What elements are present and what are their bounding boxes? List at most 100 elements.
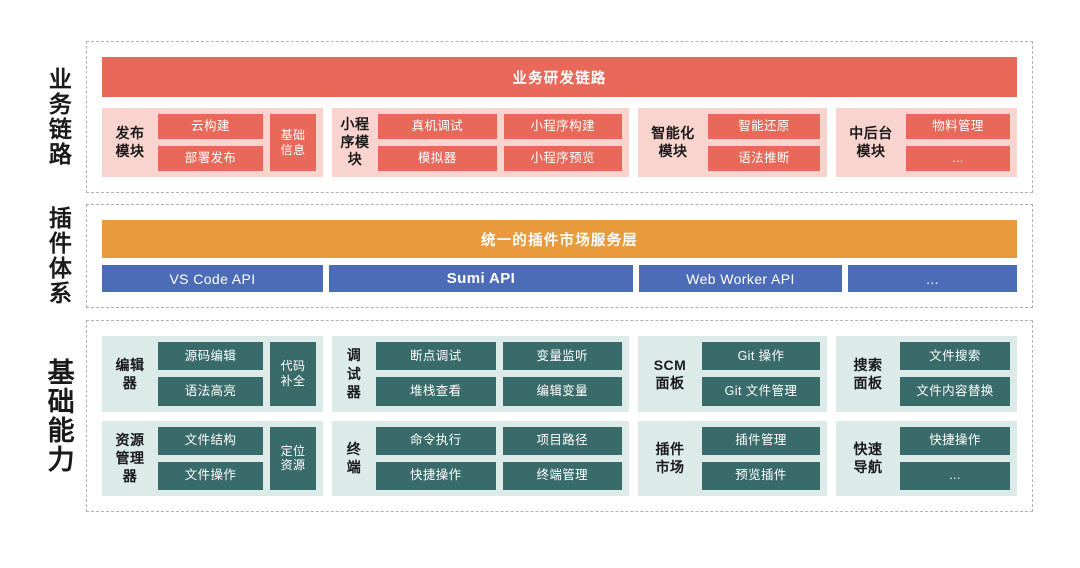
module-column: 物料管理 ... xyxy=(906,114,1010,171)
cell-quick-action-nav[interactable]: 快捷操作 xyxy=(900,426,1010,455)
base-capability-band: 编辑 器 源码编辑 语法高亮 代码 补全 资源 管理 器 xyxy=(86,320,1033,512)
module-cells-intelligence: 智能还原 语法推断 xyxy=(708,114,820,171)
cap-name-terminal: 终 端 xyxy=(346,441,362,476)
cell-stack-view[interactable]: 堆栈查看 xyxy=(376,377,496,406)
cell-variable-watch[interactable]: 变量监听 xyxy=(502,342,622,371)
api-vscode[interactable]: VS Code API xyxy=(102,265,323,292)
api-sumi[interactable]: Sumi API xyxy=(329,265,633,292)
module-name-midbackend: 中后台 模块 xyxy=(849,124,893,159)
cap-group-plugin-market: 插件 市场 插件管理 预览插件 xyxy=(638,420,827,496)
cell-locate-resource[interactable]: 定位 资源 xyxy=(270,426,316,490)
cap-name-resource-manager: 资源 管理 器 xyxy=(115,431,145,485)
cell-file-content-replace[interactable]: 文件内容替换 xyxy=(900,377,1010,406)
cap-group-quick-nav: 快速 导航 快捷操作 ... xyxy=(836,420,1017,496)
plugin-api-row: VS Code API Sumi API Web Worker API ... xyxy=(102,265,1017,292)
cap-cells-plugin-market: 插件管理 预览插件 xyxy=(702,426,820,490)
cell-command-execute[interactable]: 命令执行 xyxy=(376,426,496,455)
module-column: 云构建 部署发布 xyxy=(158,114,263,171)
cell-basic-info[interactable]: 基础 信息 xyxy=(270,114,316,171)
cap-column-search: 搜索 面板 文件搜索 文件内容替换 快速 导航 快捷操作 xyxy=(836,336,1017,496)
business-chain-band: 业务研发链路 发布 模块 云构建 部署发布 基础 信息 小程 序模 块 xyxy=(86,41,1033,193)
cell-syntax-highlight[interactable]: 语法高亮 xyxy=(158,377,263,406)
module-column: 真机调试 模拟器 xyxy=(378,114,497,171)
cap-column-debugger: 调 试 器 断点调试 堆栈查看 变量监听 编辑变量 xyxy=(332,336,629,496)
cell-git-operation[interactable]: Git 操作 xyxy=(702,342,820,371)
cap-group-search-panel: 搜索 面板 文件搜索 文件内容替换 xyxy=(836,336,1017,412)
cell-source-edit[interactable]: 源码编辑 xyxy=(158,342,263,371)
module-column: 智能还原 语法推断 xyxy=(708,114,820,171)
cell-more-ellipsis-nav[interactable]: ... xyxy=(900,461,1010,490)
cap-column-editor: 编辑 器 源码编辑 语法高亮 代码 补全 资源 管理 器 xyxy=(102,336,323,496)
section-label-plugin-system: 插件体系 xyxy=(30,204,86,308)
cap-name-debugger: 调 试 器 xyxy=(346,347,362,400)
module-name-publish: 发布 模块 xyxy=(115,124,145,159)
cell-code-completion[interactable]: 代码 补全 xyxy=(270,342,316,406)
module-cells-miniprogram: 真机调试 模拟器 小程序构建 小程序预览 xyxy=(378,114,622,171)
business-hero-bar: 业务研发链路 xyxy=(102,57,1017,97)
cell-file-search[interactable]: 文件搜索 xyxy=(900,342,1010,371)
cell-miniprogram-preview[interactable]: 小程序预览 xyxy=(503,146,622,171)
cap-column-scm: SCM 面板 Git 操作 Git 文件管理 插件 市场 插件管理 xyxy=(638,336,827,496)
cap-cell-column: 源码编辑 语法高亮 xyxy=(158,342,263,406)
cap-name-plugin-market: 插件 市场 xyxy=(655,441,685,476)
cell-edit-variable[interactable]: 编辑变量 xyxy=(502,377,622,406)
module-group-miniprogram: 小程 序模 块 真机调试 模拟器 小程序构建 小程序预览 xyxy=(332,108,629,177)
cell-material-management[interactable]: 物料管理 xyxy=(906,114,1010,139)
cap-group-terminal: 终 端 命令执行 快捷操作 项目路径 终端管理 xyxy=(332,420,629,496)
cap-cell-column: Git 操作 Git 文件管理 xyxy=(702,342,820,406)
cell-file-operation[interactable]: 文件操作 xyxy=(158,461,263,490)
cell-git-file-management[interactable]: Git 文件管理 xyxy=(702,377,820,406)
cell-preview-plugin[interactable]: 预览插件 xyxy=(702,461,820,490)
section-label-business-chain: 业务链路 xyxy=(30,41,86,193)
plugin-service-bar: 统一的插件市场服务层 xyxy=(102,220,1017,258)
cap-cell-column: 项目路径 终端管理 xyxy=(502,426,622,490)
cell-file-structure[interactable]: 文件结构 xyxy=(158,426,263,455)
cap-name-scm-panel: SCM 面板 xyxy=(653,356,687,391)
section-label-plugin-system-text: 插件体系 xyxy=(45,206,72,306)
cap-group-editor: 编辑 器 源码编辑 语法高亮 代码 补全 xyxy=(102,336,323,412)
cap-cells-scm-panel: Git 操作 Git 文件管理 xyxy=(702,342,820,406)
cap-name-quick-nav: 快速 导航 xyxy=(853,441,883,476)
cap-name-search-panel: 搜索 面板 xyxy=(853,356,883,391)
cell-simulator[interactable]: 模拟器 xyxy=(378,146,497,171)
cap-cells-resource-manager: 文件结构 文件操作 定位 资源 xyxy=(158,426,316,490)
cell-smart-restore[interactable]: 智能还原 xyxy=(708,114,820,139)
base-capability-grid: 编辑 器 源码编辑 语法高亮 代码 补全 资源 管理 器 xyxy=(102,336,1017,496)
cell-deploy-publish[interactable]: 部署发布 xyxy=(158,146,263,171)
cap-group-debugger: 调 试 器 断点调试 堆栈查看 变量监听 编辑变量 xyxy=(332,336,629,412)
cell-quick-action-terminal[interactable]: 快捷操作 xyxy=(376,461,496,490)
cell-syntax-inference[interactable]: 语法推断 xyxy=(708,146,820,171)
section-label-base-capability: 基础能力 xyxy=(30,320,86,512)
section-label-business-chain-text: 业务链路 xyxy=(45,67,72,167)
cap-cell-column: 文件结构 文件操作 xyxy=(158,426,263,490)
module-name-intelligence: 智能化 模块 xyxy=(651,124,695,159)
api-more-ellipsis[interactable]: ... xyxy=(848,265,1017,292)
cap-cells-debugger: 断点调试 堆栈查看 变量监听 编辑变量 xyxy=(376,342,622,406)
cap-cells-search-panel: 文件搜索 文件内容替换 xyxy=(900,342,1010,406)
cap-cell-column: 快捷操作 ... xyxy=(900,426,1010,490)
cell-miniprogram-build[interactable]: 小程序构建 xyxy=(503,114,622,139)
module-column: 小程序构建 小程序预览 xyxy=(503,114,622,171)
cap-cell-column: 插件管理 预览插件 xyxy=(702,426,820,490)
cap-cell-column: 断点调试 堆栈查看 xyxy=(376,342,496,406)
plugin-system-row: 插件体系 统一的插件市场服务层 VS Code API Sumi API Web… xyxy=(30,204,1033,308)
cap-cells-editor: 源码编辑 语法高亮 代码 补全 xyxy=(158,342,316,406)
business-module-row: 发布 模块 云构建 部署发布 基础 信息 小程 序模 块 真机调试 xyxy=(102,108,1017,177)
cell-terminal-management[interactable]: 终端管理 xyxy=(502,461,622,490)
module-group-intelligence: 智能化 模块 智能还原 语法推断 xyxy=(638,108,827,177)
cap-name-editor: 编辑 器 xyxy=(115,356,145,391)
module-cells-publish: 云构建 部署发布 基础 信息 xyxy=(158,114,316,171)
cap-cells-terminal: 命令执行 快捷操作 项目路径 终端管理 xyxy=(376,426,622,490)
cap-cell-column: 变量监听 编辑变量 xyxy=(502,342,622,406)
cell-breakpoint-debug[interactable]: 断点调试 xyxy=(376,342,496,371)
cell-project-path[interactable]: 项目路径 xyxy=(502,426,622,455)
cell-real-device-debug[interactable]: 真机调试 xyxy=(378,114,497,139)
cell-more-ellipsis[interactable]: ... xyxy=(906,146,1010,171)
cap-group-resource-manager: 资源 管理 器 文件结构 文件操作 定位 资源 xyxy=(102,420,323,496)
cell-plugin-management[interactable]: 插件管理 xyxy=(702,426,820,455)
cap-group-scm-panel: SCM 面板 Git 操作 Git 文件管理 xyxy=(638,336,827,412)
api-web-worker[interactable]: Web Worker API xyxy=(639,265,842,292)
cap-cells-quick-nav: 快捷操作 ... xyxy=(900,426,1010,490)
cell-cloud-build[interactable]: 云构建 xyxy=(158,114,263,139)
